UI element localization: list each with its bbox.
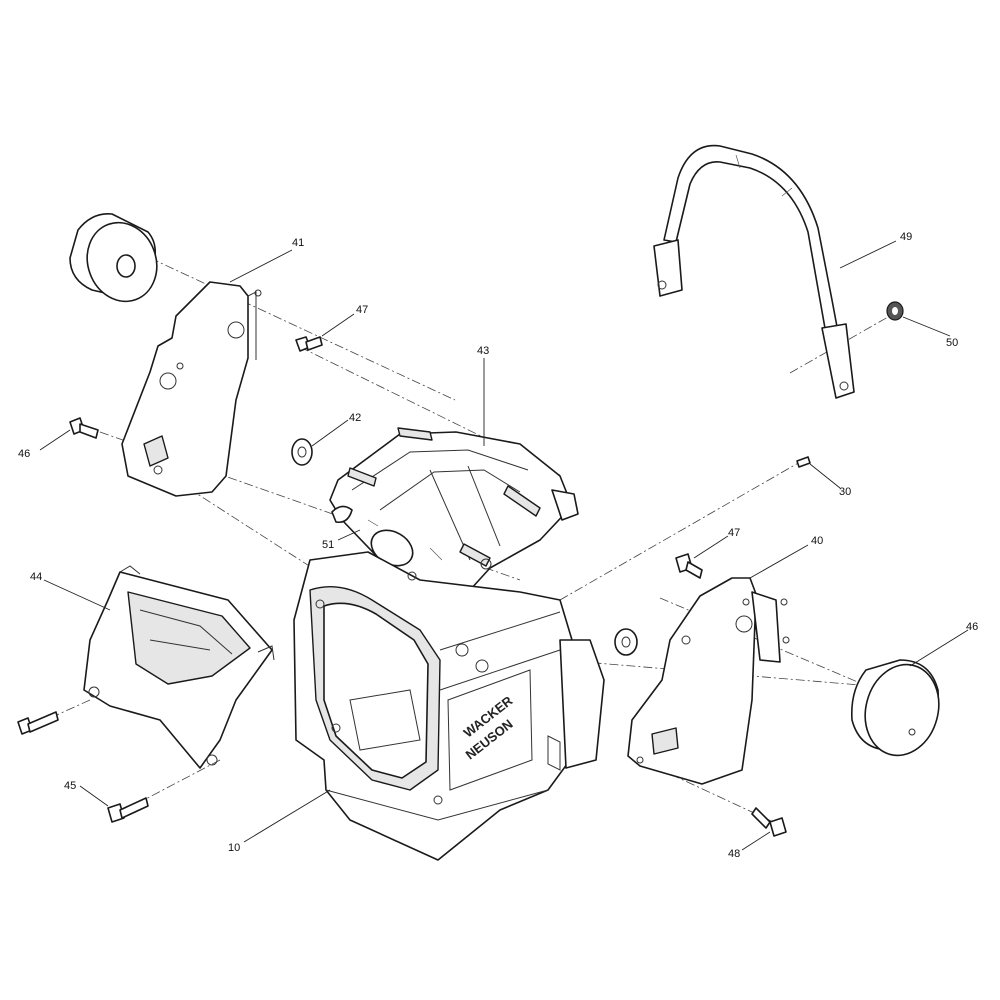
pin-30	[796, 456, 811, 468]
bracket-plate-40	[627, 577, 790, 785]
callout-42: 42	[349, 412, 361, 424]
bolt-side-cover-left	[17, 711, 59, 735]
side-cover-44	[83, 565, 275, 769]
callout-46-left: 46	[18, 448, 30, 460]
bolt-48	[751, 807, 787, 837]
washer-42	[291, 438, 313, 466]
callout-10: 10	[228, 842, 240, 854]
callout-40: 40	[811, 535, 823, 547]
callout-47-right: 47	[728, 527, 740, 539]
bolt-47-right	[675, 553, 703, 579]
weight-cylinder-left	[69, 213, 158, 303]
callout-50: 50	[946, 337, 958, 349]
callout-41: 41	[292, 237, 304, 249]
bolt-45	[107, 797, 149, 823]
top-cover-43	[329, 427, 579, 591]
bracket-plate-41	[121, 281, 262, 497]
main-housing-10: WACKER NEUSON	[293, 551, 605, 861]
callout-45: 45	[64, 780, 76, 792]
bolt-46-left	[69, 417, 99, 439]
callout-49: 49	[900, 231, 912, 243]
callout-48: 48	[728, 848, 740, 860]
washer-right	[614, 628, 638, 656]
nut-50	[886, 301, 904, 321]
bolt-47-upper	[295, 336, 323, 352]
callout-30: 30	[839, 486, 851, 498]
callout-47-upper: 47	[356, 304, 368, 316]
weight-cylinder-right	[850, 659, 940, 757]
leader-lines	[39, 240, 969, 851]
callout-43: 43	[477, 345, 489, 357]
callout-46-right: 46	[966, 621, 978, 633]
callout-labels: 41 47 46 42 43 49 50 30 51 47 40 44 46 4…	[18, 231, 978, 860]
callout-51: 51	[322, 539, 334, 551]
callout-44: 44	[30, 571, 42, 583]
handle-bale-49	[653, 144, 855, 399]
